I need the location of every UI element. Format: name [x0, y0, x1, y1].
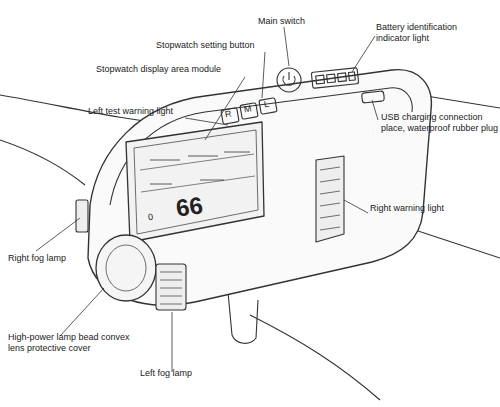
callout-label: Battery identification indicator light [376, 22, 476, 44]
callout-label: Stopwatch display area module [96, 64, 221, 75]
m-button [240, 103, 258, 120]
l-button [259, 98, 277, 115]
right-fog-lamp [76, 200, 88, 232]
left-fog-lamp [156, 264, 186, 310]
arm-outline [0, 140, 85, 185]
callout-label: Left test warning light [88, 106, 173, 117]
callout-label: Left fog lamp [140, 368, 192, 379]
button-letter: M [243, 103, 252, 115]
battery-indicator [311, 68, 358, 89]
right-warning-light [316, 156, 344, 242]
power-button [277, 68, 301, 92]
callout-label: Main switch [258, 16, 305, 27]
usb-plug [362, 91, 385, 103]
battery-leds [316, 72, 356, 84]
leader-lines [36, 27, 378, 372]
fog-lamp-lines [160, 272, 182, 304]
lcd-divider [141, 176, 255, 192]
callout-label: USB charging connection place, waterproo… [381, 112, 499, 134]
callout-label: High-power lamp bead convex lens protect… [8, 332, 143, 354]
screen-readout: 66 [174, 191, 204, 223]
button-letter: R [224, 109, 232, 121]
callout-label: Right fog lamp [8, 253, 66, 264]
lcd-segments [150, 152, 250, 184]
lcd-inner-frame [134, 130, 258, 234]
arm-outline [250, 315, 380, 400]
mount-bracket [228, 292, 258, 343]
lens-cover [96, 235, 156, 301]
lcd-screen [126, 122, 264, 242]
power-symbol [283, 72, 295, 85]
lamp-body [88, 70, 431, 306]
grill-lines [320, 167, 340, 230]
arm-outline [415, 230, 500, 258]
callout-label: Right warning light [370, 203, 444, 214]
lens-inner [106, 245, 146, 291]
callout-label: Stopwatch setting button [156, 40, 255, 51]
